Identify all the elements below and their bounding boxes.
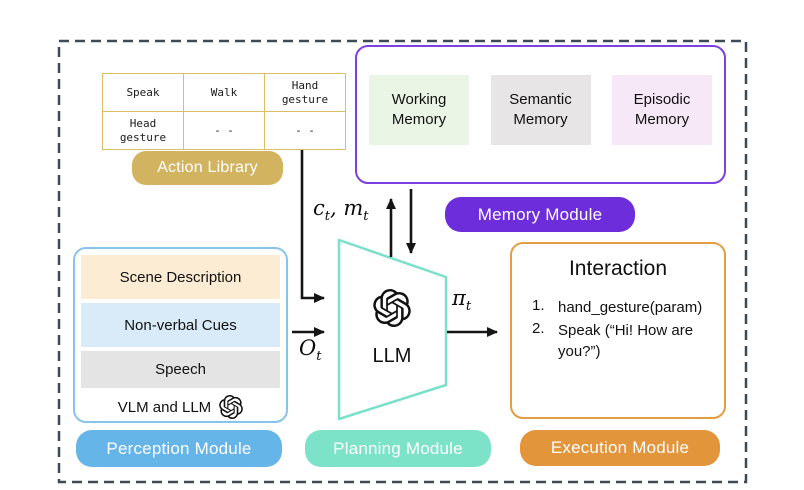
non-verbal-cues-box: Non-verbal Cues xyxy=(81,303,280,347)
step-text: hand_gesture(param) xyxy=(558,299,703,316)
episodic-memory-box: Episodic Memory xyxy=(612,75,712,145)
action-cell: Head gesture xyxy=(102,111,184,150)
semantic-memory-box: Semantic Memory xyxy=(490,75,591,145)
interaction-title: Interaction xyxy=(568,257,668,280)
action-cell: Hand gesture xyxy=(264,73,346,112)
step-text: Speak (“Hi! How are you?”) xyxy=(558,322,694,360)
perception-module-box: Scene Description Non-verbal Cues Speech… xyxy=(73,247,288,423)
planning-module-label: Planning Module xyxy=(305,430,491,467)
speech-box: Speech xyxy=(81,351,280,388)
policy-math-label: πt xyxy=(452,286,472,315)
openai-icon xyxy=(219,395,243,419)
vlm-llm-text: VLM and LLM xyxy=(117,398,212,416)
action-cell: - - xyxy=(183,111,265,150)
scene-description-box: Scene Description xyxy=(81,255,280,299)
perception-module-label: Perception Module xyxy=(76,430,282,467)
working-memory-box: Working Memory xyxy=(369,75,469,145)
interaction-step: 1. hand_gesture(param) xyxy=(532,297,724,318)
step-number: 1. xyxy=(532,297,545,314)
step-number: 2. xyxy=(532,320,545,337)
planning-trapezoid xyxy=(337,238,448,421)
action-cell: - - xyxy=(264,111,346,150)
action-library-label: Action Library xyxy=(132,151,283,185)
openai-icon xyxy=(373,289,411,327)
vlm-llm-row: VLM and LLM xyxy=(75,395,286,419)
interaction-step: 2. Speak (“Hi! How are you?”) xyxy=(532,320,724,362)
execution-module-label: Execution Module xyxy=(520,430,720,466)
interaction-steps: 1. hand_gesture(param) 2. Speak (“Hi! Ho… xyxy=(532,297,724,362)
action-cell: Speak xyxy=(102,73,184,112)
action-library-table: Speak Walk Hand gesture Head gesture - -… xyxy=(102,73,346,150)
action-cell: Walk xyxy=(183,73,265,112)
execution-module-box: Interaction 1. hand_gesture(param) 2. Sp… xyxy=(510,242,726,419)
memory-module-label: Memory Module xyxy=(445,197,635,232)
observation-math-label: Ot xyxy=(299,336,322,365)
memory-module-box: Working Memory Semantic Memory Episodic … xyxy=(355,45,726,184)
llm-label: LLM xyxy=(372,345,412,367)
context-memory-math-label: ct, mt xyxy=(313,196,369,225)
